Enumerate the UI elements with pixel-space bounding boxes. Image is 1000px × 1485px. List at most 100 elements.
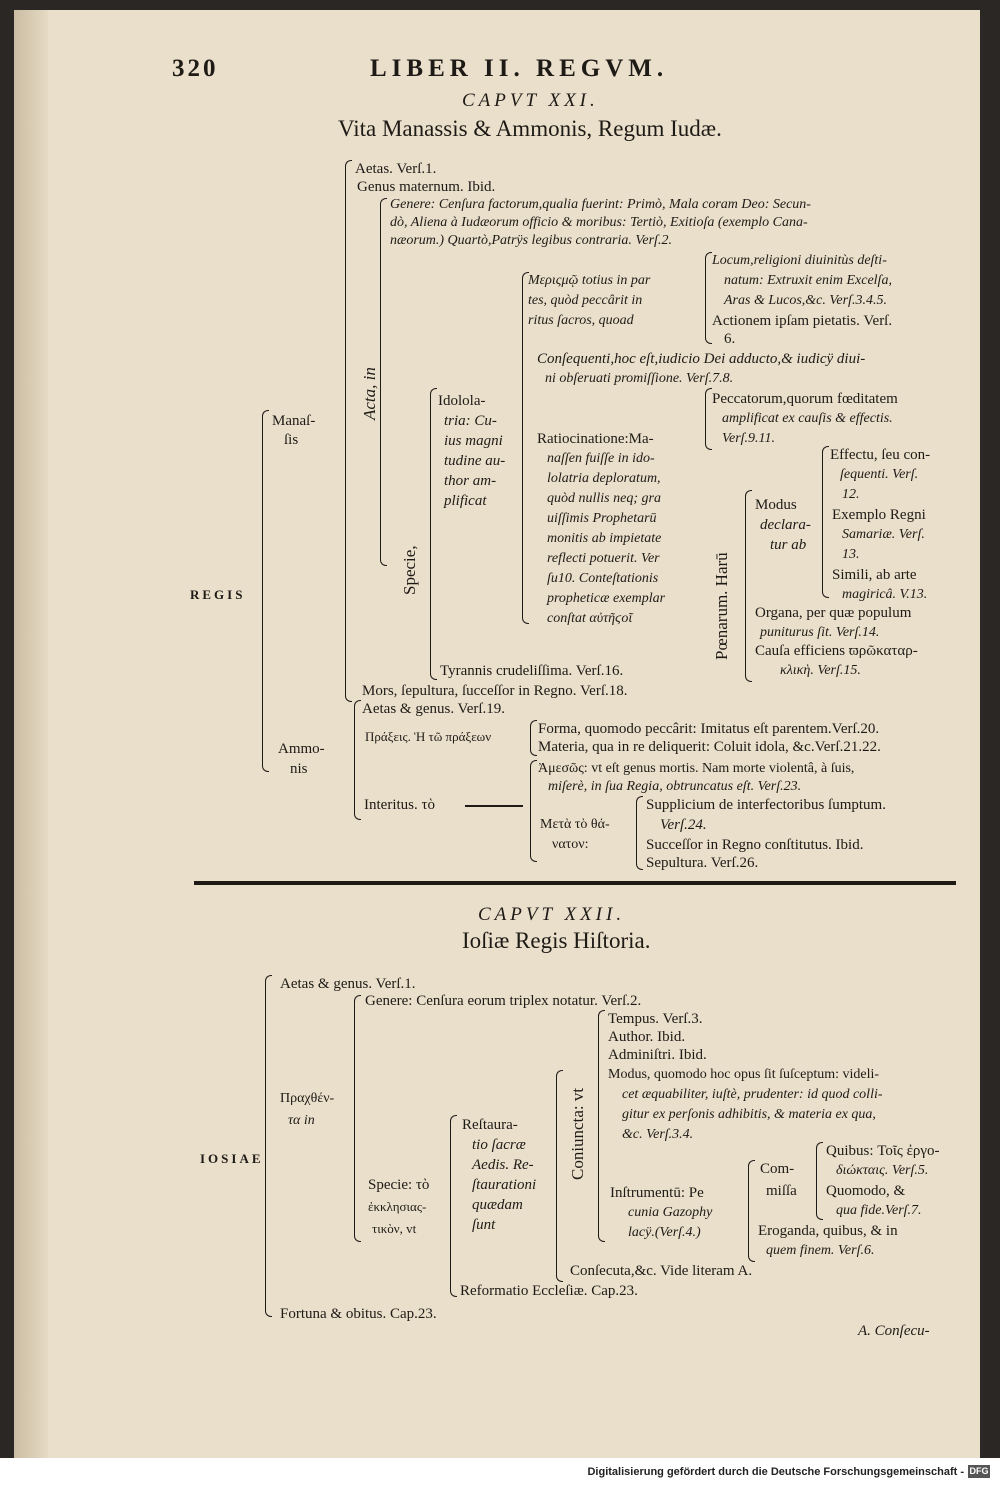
bracket-species <box>430 388 437 680</box>
modus22-4: &c. Verſ.3.4. <box>622 1127 694 1142</box>
specie-3: τικὸν, vt <box>372 1221 417 1236</box>
supplicium-1: Supplicium de interfectoribus ſumptum. <box>646 797 886 813</box>
instrumentu-2: cunia Gazophy <box>628 1205 713 1220</box>
label-acta-in: Acta, in <box>360 367 379 420</box>
effectu-2: ſequenti. Verſ. <box>840 467 919 482</box>
modus-2: declara- <box>760 517 811 533</box>
ratio-5: uiſſimis Prophetarū <box>547 511 657 526</box>
bracket-specie <box>450 1115 457 1297</box>
running-title: LIBER II. REGVM. <box>370 55 669 82</box>
bracket-ammonis <box>354 700 361 820</box>
page-gutter <box>14 10 48 1458</box>
label-ammonis-1: Ammo- <box>278 741 325 757</box>
ratio-7: reflecti potuerit. Ver <box>547 551 660 566</box>
idololatria-4: tudine au- <box>444 453 506 469</box>
interitus: Interitus. τὸ <box>364 797 436 813</box>
ratio-9: propheticæ exemplar <box>547 591 666 606</box>
actionem-2: 6. <box>724 331 736 347</box>
label-ammonis-2: nis <box>290 761 308 777</box>
label-species: Specie, <box>400 545 419 595</box>
idololatria-1: Idolola- <box>438 393 486 409</box>
bracket-idololatria <box>522 272 529 624</box>
peccatorum-1: Peccatorum,quorum fœditatem <box>712 391 898 407</box>
book-page <box>14 10 980 1458</box>
bracket-praxeis <box>530 720 537 756</box>
footer-text: Digitalisierung gefördert durch die Deut… <box>587 1466 964 1478</box>
chapter-22-title: Ioſiæ Regis Hiſtoria. <box>462 928 651 953</box>
merismo-2: tes, quòd peccârit in <box>528 293 643 308</box>
page-number: 320 <box>172 55 219 82</box>
ratio-3: lolatria deploratum, <box>547 471 661 486</box>
restauratio-2: tio ſacræ <box>472 1137 526 1153</box>
label-regis: REGIS <box>190 587 246 602</box>
label-poenarum: Pœnarum. Harū <box>712 552 731 660</box>
bracket-restauratio <box>556 1070 563 1282</box>
modus-3: tur ab <box>770 537 807 553</box>
causa-1: Cauſa efficiens ϖρῶκαταρ- <box>755 643 918 659</box>
meta-1: Μετὰ τὸ θά- <box>540 817 610 832</box>
interitus-connector <box>465 805 523 807</box>
quomodo-1: Quomodo, & <box>826 1183 906 1199</box>
idololatria-5: thor am- <box>444 473 497 489</box>
ratio-1: Ratiocinatione:Ma- <box>537 431 654 447</box>
simili-2: magiricâ. V.13. <box>842 587 928 602</box>
pragchthen-1: Πραχθέν- <box>280 1091 335 1106</box>
tempus: Tempus. Verſ.3. <box>608 1011 703 1027</box>
bracket-commissa <box>816 1142 823 1220</box>
quibus-1: Quibus: Τοῖς ἐργο- <box>826 1143 940 1159</box>
dfg-logo: DFG <box>968 1465 990 1478</box>
restauratio-3: Aedis. Re- <box>472 1157 534 1173</box>
ratio-2: naſſen fuiſſe in ido- <box>547 451 655 466</box>
label-manassis-2: ſis <box>284 432 299 448</box>
genere-iosiae: Genere: Cenſura eorum triplex notatur. V… <box>365 993 642 1009</box>
bracket-coniuncta <box>598 1010 605 1242</box>
modus22-2: cet æquabiliter, iuſtè, prudenter: id qu… <box>622 1087 883 1102</box>
restauratio-5: quædam <box>472 1197 523 1213</box>
merismo-1: Μεριςμῷ totius in par <box>528 273 651 288</box>
idololatria-6: plificat <box>444 493 487 509</box>
organa-1: Organa, per quæ populum <box>755 605 912 621</box>
materia: Materia, qua in re deliquerit: Coluit id… <box>538 739 881 755</box>
eroganda-2: quem finem. Verſ.6. <box>766 1243 875 1258</box>
consecuta: Conſecuta,&c. Vide literam A. <box>570 1263 753 1279</box>
aetas: Aetas. Verſ.1. <box>355 161 437 177</box>
fortuna: Fortuna & obitus. Cap.23. <box>280 1306 437 1322</box>
praxeis: Πράξεις. Ἡ τῶ πράξεων <box>365 729 492 744</box>
reformatio: Reformatio Eccleſiæ. Cap.23. <box>460 1283 638 1299</box>
effectu-1: Effectu, ſeu con- <box>830 447 931 463</box>
tyrannis: Tyrannis crudeliſſima. Verſ.16. <box>440 663 624 679</box>
quibus-2: διώκταις. Verſ.5. <box>836 1163 929 1178</box>
restauratio-4: ſtaurationi <box>472 1177 537 1193</box>
specie-2: ἐκκλησιας- <box>368 1199 427 1214</box>
eroganda-1: Eroganda, quibus, & in <box>758 1223 898 1239</box>
idololatria-3: ius magni <box>444 433 503 449</box>
locum-2: natum: Extruxit enim Excelſa, <box>724 273 892 288</box>
specie-1: Specie: τὸ <box>368 1177 430 1193</box>
bracket-manassis <box>345 160 352 702</box>
bracket-pragchthen <box>354 995 361 1242</box>
ratio-6: monitis ab impietate <box>547 531 662 546</box>
instrumentu-1: Inſtrumentū: Pe <box>610 1185 704 1201</box>
aetas-iosiae: Aetas & genus. Verſ.1. <box>280 976 416 992</box>
peccatorum-2: amplificat ex cauſis & effectis. <box>722 411 893 426</box>
actionem-1: Actionem ipſam pietatis. Verſ. <box>712 313 893 329</box>
mors: Mors, ſepultura, ſucceſſor in Regno. Ver… <box>362 683 628 699</box>
ratio-4: quòd nullis neq; gra <box>547 491 661 506</box>
locum-3: Aras & Lucos,&c. Verſ.3.4.5. <box>724 293 887 308</box>
genere-line-2: dò, Aliena à Iudæorum officio & moribus:… <box>390 215 808 230</box>
amesos-2: miſerè, in ſua Regia, obtruncatus eſt. V… <box>548 779 802 794</box>
bracket-acta <box>380 198 387 566</box>
exemplo-2: Samariæ. Verſ. <box>842 527 925 542</box>
exemplo-1: Exemplo Regni <box>832 507 926 523</box>
label-iosiae: IOSIAE <box>200 1151 264 1166</box>
chapter-divider <box>194 881 956 885</box>
bracket-modus <box>822 446 829 598</box>
author: Author. Ibid. <box>608 1029 686 1045</box>
pragchthen-2: τα in <box>288 1113 315 1128</box>
causa-2: κλικὴ. Verſ.15. <box>780 663 861 678</box>
bracket-interitus <box>530 760 537 862</box>
bracket-instrumentu <box>748 1160 755 1262</box>
restauratio-1: Reſtaura- <box>462 1117 518 1133</box>
bracket-iosiae <box>265 975 272 1317</box>
consequenti-2: ni obſeruati promiſſione. Verſ.7.8. <box>545 371 734 386</box>
